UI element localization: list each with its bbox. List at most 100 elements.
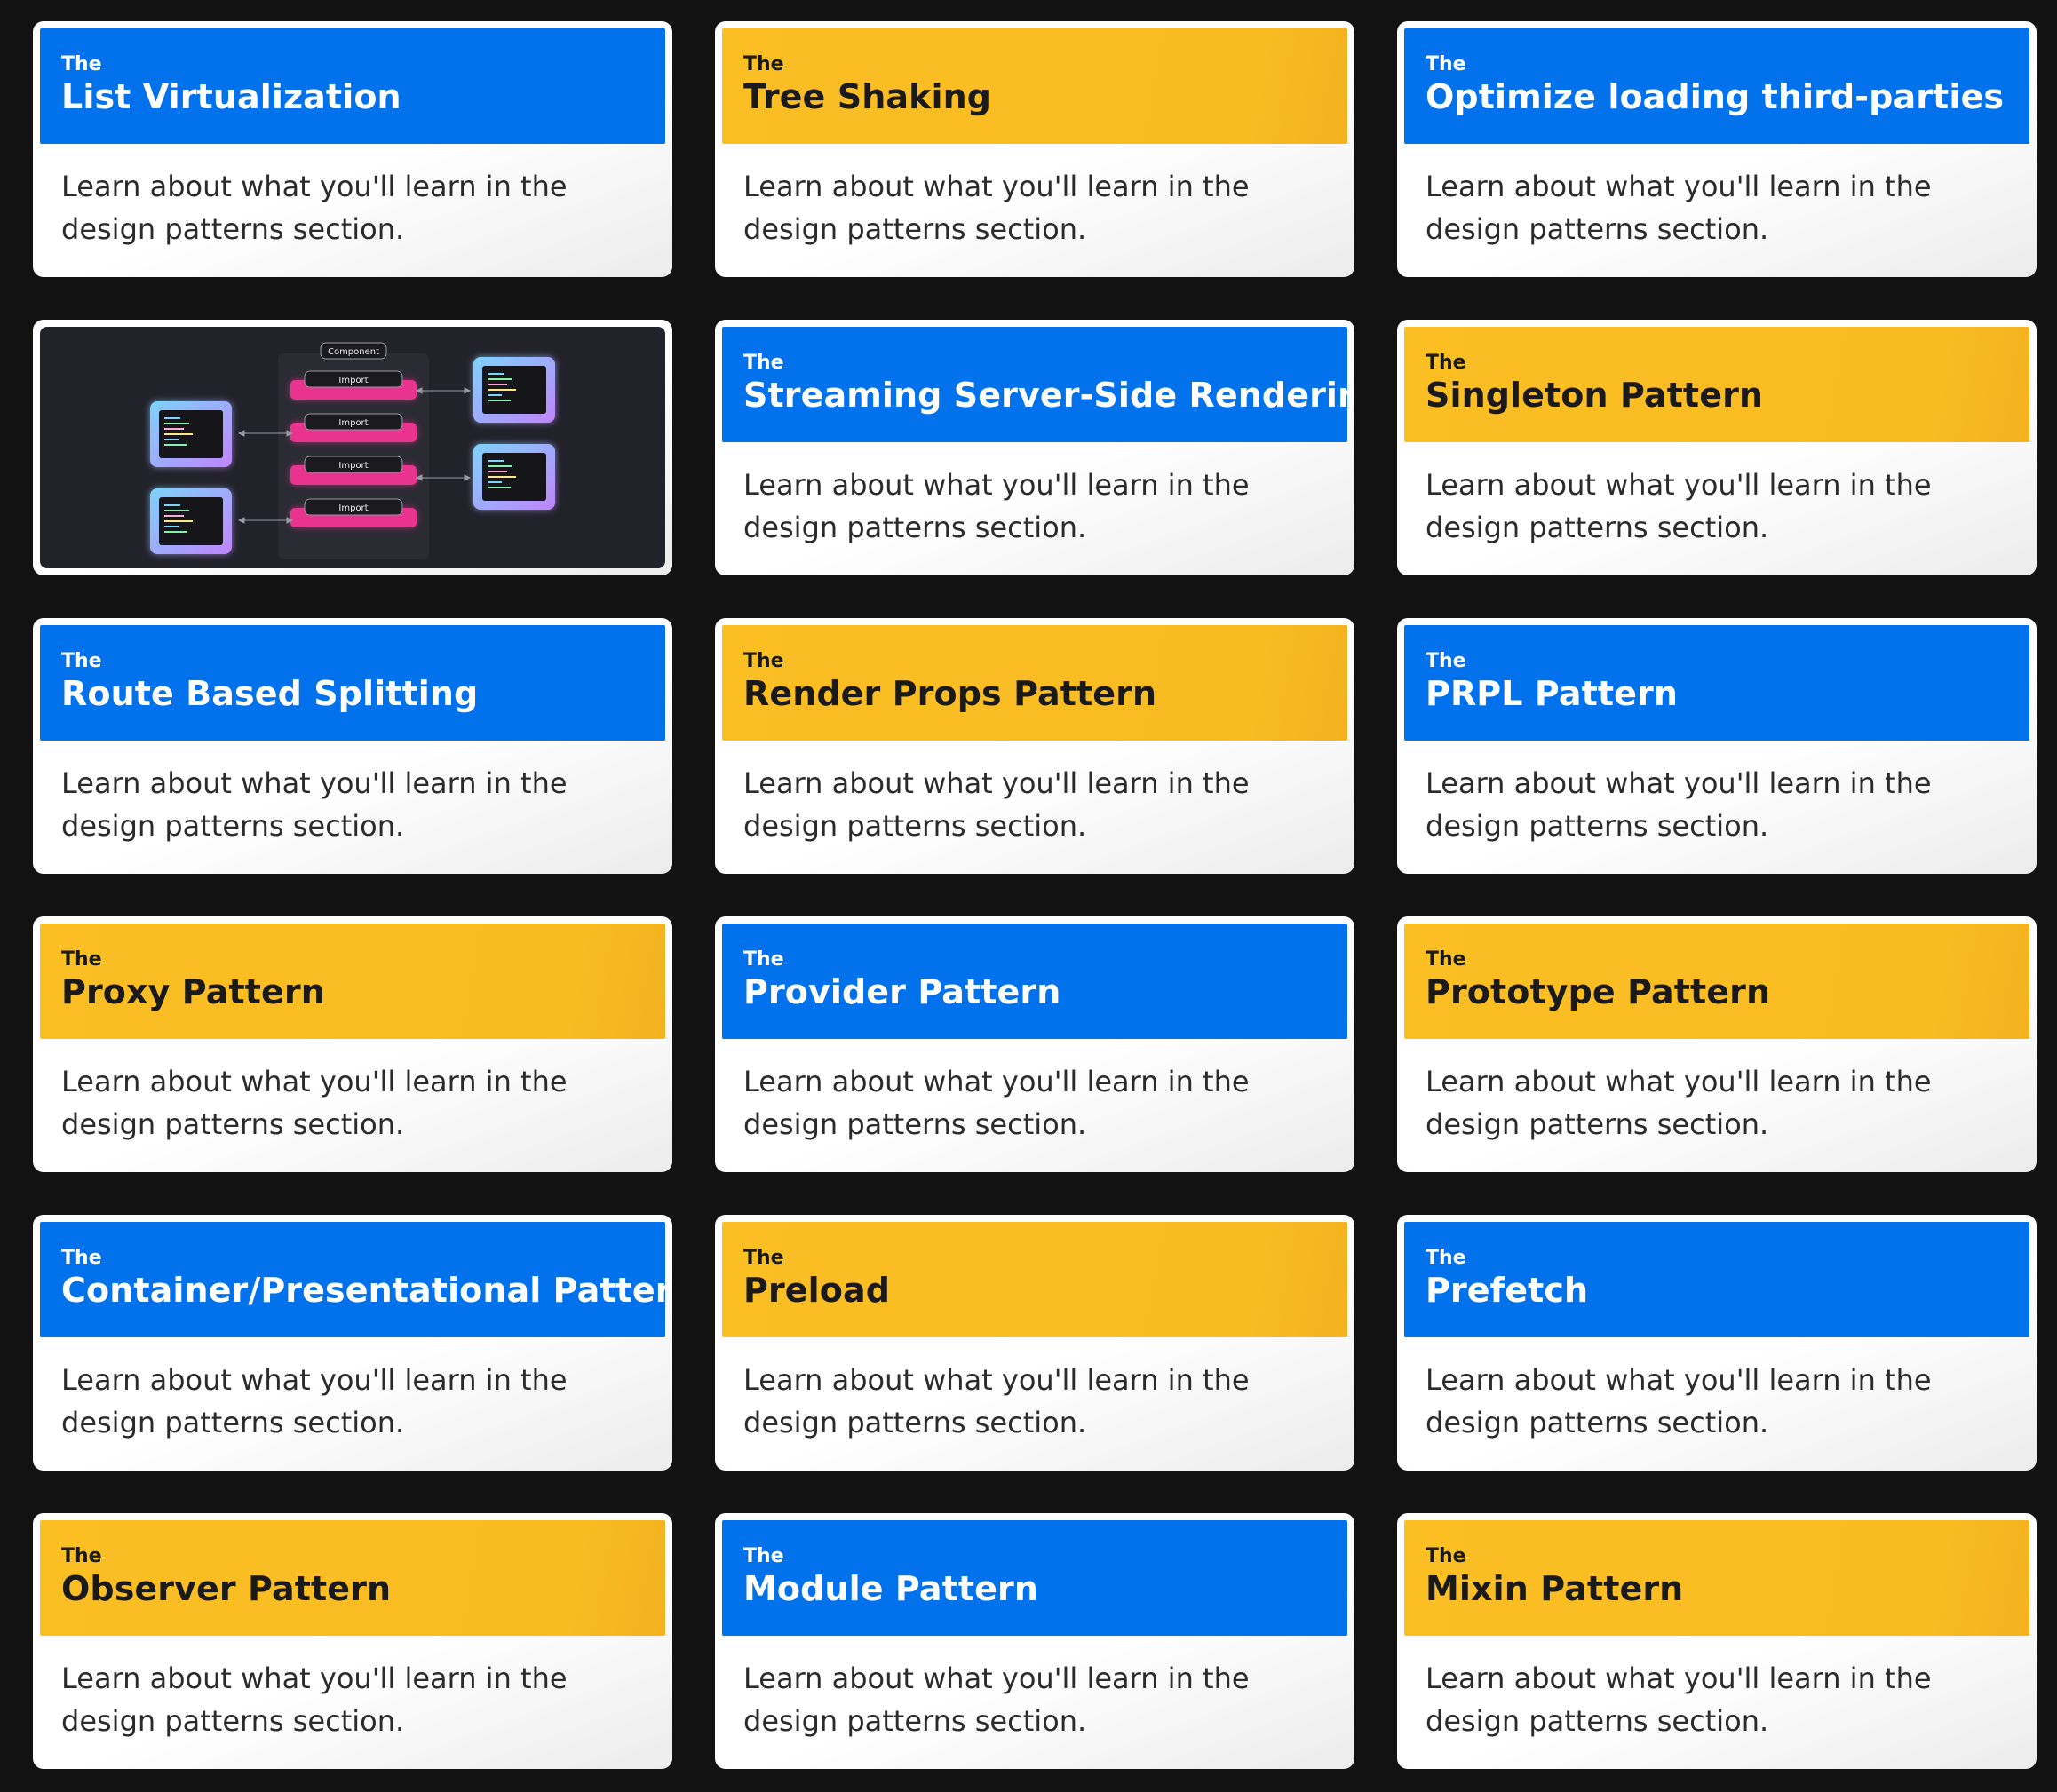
code-window	[473, 357, 555, 423]
card-prefix: The	[1426, 1247, 1466, 1269]
import-label: Import	[338, 376, 368, 385]
card-header: The Route Based Splitting	[40, 625, 665, 741]
card-header: The List Virtualization	[40, 28, 665, 144]
card-title: Observer Pattern	[61, 1569, 392, 1608]
card-description: Learn about what you'll learn in the des…	[61, 766, 568, 843]
card-header: The Mixin Pattern	[1404, 1520, 2029, 1636]
import-row: Import	[290, 456, 417, 485]
import-row: Import	[290, 498, 417, 527]
card-prefix: The	[61, 53, 102, 75]
pattern-card-grid: The List Virtualization Learn about what…	[33, 21, 2037, 1769]
card-preload[interactable]: The Preload Learn about what you'll lear…	[715, 1215, 1354, 1471]
card-streaming-ssr[interactable]: The Streaming Server-Side Rendering Lear…	[715, 320, 1354, 575]
card-title: List Virtualization	[61, 77, 401, 116]
card-tree-shaking[interactable]: The Tree Shaking Learn about what you'll…	[715, 21, 1354, 277]
card-description: Learn about what you'll learn in the des…	[61, 170, 568, 246]
card-header: The Render Props Pattern	[722, 625, 1347, 741]
card-title: Prototype Pattern	[1426, 972, 1771, 1011]
code-window	[473, 444, 555, 510]
card-prefix: The	[61, 1545, 102, 1567]
card-description: Learn about what you'll learn in the des…	[743, 1065, 1250, 1141]
card-header: The Preload	[722, 1222, 1347, 1337]
import-row: Import	[290, 413, 417, 442]
card-container-presentational-pattern[interactable]: The Container/Presentational Pattern Lea…	[33, 1215, 672, 1471]
card-prefix: The	[1426, 948, 1466, 971]
card-mixin-pattern[interactable]: The Mixin Pattern Learn about what you'l…	[1397, 1513, 2037, 1769]
card-prefix: The	[1426, 352, 1466, 374]
card-title: Streaming Server-Side Rendering	[743, 376, 1354, 415]
card-prefix: The	[743, 650, 784, 672]
card-description: Learn about what you'll learn in the des…	[1426, 1363, 1932, 1439]
card-list-virtualization[interactable]: The List Virtualization Learn about what…	[33, 21, 672, 277]
card-header: The Streaming Server-Side Rendering	[722, 327, 1354, 442]
card-prefix: The	[1426, 53, 1466, 75]
card-title: Prefetch	[1426, 1271, 1589, 1310]
card-header: The Observer Pattern	[40, 1520, 665, 1636]
card-prefix: The	[61, 948, 102, 971]
card-description: Learn about what you'll learn in the des…	[61, 1661, 568, 1738]
card-prefix: The	[743, 948, 784, 971]
card-description: Learn about what you'll learn in the des…	[743, 1661, 1250, 1738]
card-prpl-pattern[interactable]: The PRPL Pattern Learn about what you'll…	[1397, 618, 2037, 874]
card-prefix: The	[61, 650, 102, 672]
card-header: The Singleton Pattern	[1404, 327, 2029, 442]
card-prefix: The	[1426, 1545, 1466, 1567]
card-title: PRPL Pattern	[1426, 674, 1678, 713]
card-header: The Prototype Pattern	[1404, 924, 2029, 1039]
card-header: The Module Pattern	[722, 1520, 1347, 1636]
card-description: Learn about what you'll learn in the des…	[743, 170, 1250, 246]
card-title: Proxy Pattern	[61, 972, 325, 1011]
connector-arrows	[237, 387, 472, 524]
card-prefix: The	[61, 1247, 102, 1269]
card-singleton-pattern[interactable]: The Singleton Pattern Learn about what y…	[1397, 320, 2037, 575]
card-description: Learn about what you'll learn in the des…	[1426, 468, 1932, 544]
card-prefix: The	[1426, 650, 1466, 672]
card-observer-pattern[interactable]: The Observer Pattern Learn about what yo…	[33, 1513, 672, 1769]
card-description: Learn about what you'll learn in the des…	[61, 1065, 568, 1141]
card-header: The Proxy Pattern	[40, 924, 665, 1039]
card-prototype-pattern[interactable]: The Prototype Pattern Learn about what y…	[1397, 916, 2037, 1172]
card-description: Learn about what you'll learn in the des…	[743, 1363, 1250, 1439]
card-provider-pattern[interactable]: The Provider Pattern Learn about what yo…	[715, 916, 1354, 1172]
card-title: Mixin Pattern	[1426, 1569, 1684, 1608]
card-title: Tree Shaking	[743, 77, 992, 116]
card-header: The Prefetch	[1404, 1222, 2029, 1337]
card-title: Container/Presentational Pattern	[61, 1271, 672, 1310]
card-header: The Tree Shaking	[722, 28, 1347, 144]
card-description: Learn about what you'll learn in the des…	[61, 1363, 568, 1439]
card-description: Learn about what you'll learn in the des…	[1426, 766, 1932, 843]
component-label-box	[320, 342, 387, 360]
card-proxy-pattern[interactable]: The Proxy Pattern Learn about what you'l…	[33, 916, 672, 1172]
card-title: Optimize loading third-parties	[1426, 77, 2005, 116]
import-label: Import	[338, 504, 368, 513]
card-diagram-image[interactable]: Component Import Import	[33, 320, 672, 575]
import-label: Import	[338, 461, 368, 471]
code-window	[150, 488, 232, 554]
card-title: Singleton Pattern	[1426, 376, 1764, 415]
card-optimize-loading-third-parties[interactable]: The Optimize loading third-parties Learn…	[1397, 21, 2037, 277]
card-title: Render Props Pattern	[743, 674, 1157, 713]
card-title: Preload	[743, 1271, 891, 1310]
card-description: Learn about what you'll learn in the des…	[743, 468, 1250, 544]
import-label: Import	[338, 418, 368, 428]
card-description: Learn about what you'll learn in the des…	[1426, 1661, 1932, 1738]
card-header: The Container/Presentational Pattern	[40, 1222, 672, 1337]
card-title: Route Based Splitting	[61, 674, 479, 713]
card-header: The PRPL Pattern	[1404, 625, 2029, 741]
diagram-image: Component Import Import	[40, 327, 665, 568]
component-label: Component	[328, 347, 379, 357]
card-prefix: The	[743, 53, 784, 75]
import-row: Import	[290, 370, 417, 400]
code-window	[150, 401, 232, 467]
card-module-pattern[interactable]: The Module Pattern Learn about what you'…	[715, 1513, 1354, 1769]
import-diagram: Component Import Import	[150, 342, 555, 559]
card-prefix: The	[743, 1545, 784, 1567]
card-prefix: The	[743, 352, 784, 374]
card-header: The Provider Pattern	[722, 924, 1347, 1039]
card-render-props-pattern[interactable]: The Render Props Pattern Learn about wha…	[715, 618, 1354, 874]
card-prefetch[interactable]: The Prefetch Learn about what you'll lea…	[1397, 1215, 2037, 1471]
card-title: Module Pattern	[743, 1569, 1038, 1608]
card-route-based-splitting[interactable]: The Route Based Splitting Learn about wh…	[33, 618, 672, 874]
card-description: Learn about what you'll learn in the des…	[1426, 170, 1932, 246]
card-header: The Optimize loading third-parties	[1404, 28, 2029, 144]
